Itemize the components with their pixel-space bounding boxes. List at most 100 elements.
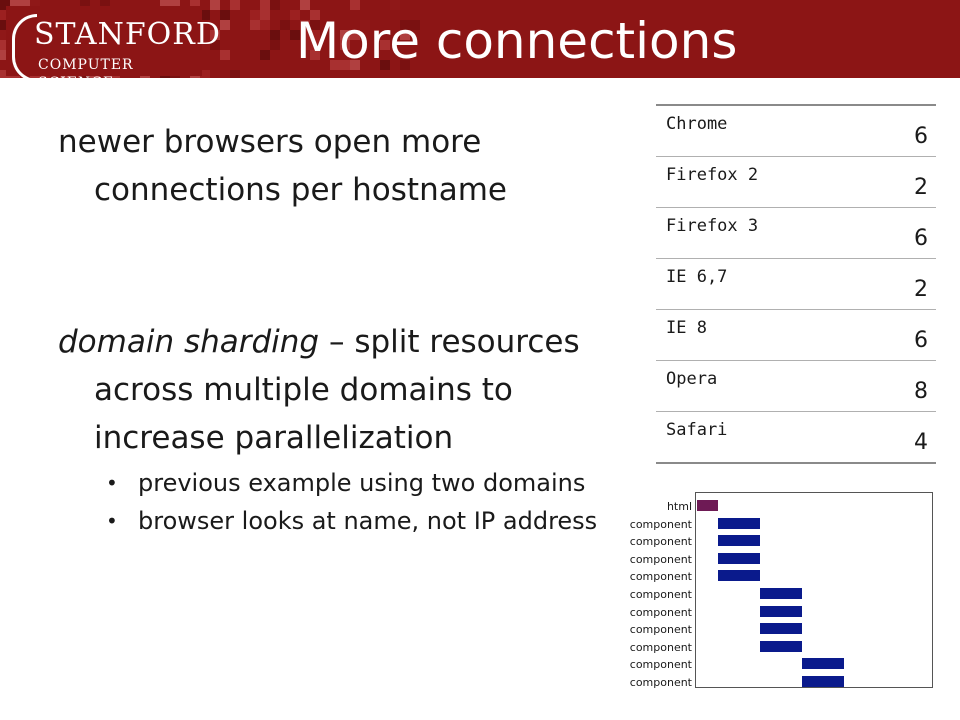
connection-count: 6 [886, 104, 936, 157]
stanford-logo: STANFORD COMPUTER SCIENCE [6, 6, 220, 78]
pixel-block [230, 70, 240, 78]
pixel-block [340, 40, 350, 50]
pixel-block [0, 40, 10, 50]
pixel-block [340, 60, 350, 70]
pixel-block [310, 50, 320, 60]
component-bar [718, 552, 760, 564]
connection-count: 4 [886, 411, 936, 464]
browser-name: Firefox 2 [656, 156, 887, 208]
pixel-block [290, 30, 300, 40]
pixel-block [210, 30, 220, 40]
paragraph-domain-sharding: domain sharding – split resources across… [58, 318, 603, 462]
pixel-block [270, 30, 280, 40]
logo-main-text: STANFORD [34, 17, 221, 52]
pixel-block [310, 30, 320, 40]
bullet-dot: • [106, 471, 118, 495]
browser-name: IE 6,7 [656, 258, 887, 310]
pixel-block [220, 50, 230, 60]
pixel-block [280, 20, 290, 30]
paragraph-connections: newer browsers open more connections per… [58, 124, 507, 208]
pixel-block [410, 20, 420, 30]
pixel-block [310, 10, 320, 20]
pixel-block [260, 0, 270, 10]
bullet-text: browser looks at name, not IP address [138, 507, 598, 535]
pixel-block [350, 0, 360, 10]
connection-count: 8 [886, 360, 936, 412]
pixel-block [340, 30, 350, 40]
pixel-block [0, 50, 10, 60]
waterfall-label: component [629, 658, 692, 672]
pixel-block [0, 70, 10, 78]
pixel-block [290, 10, 300, 20]
slide-title: More connections [296, 12, 738, 70]
waterfall-label: component [629, 570, 692, 584]
component-bar [718, 535, 760, 547]
waterfall-label: component [629, 623, 692, 637]
pixel-block [310, 20, 320, 30]
pixel-block [200, 40, 210, 50]
waterfall-label: component [629, 640, 692, 654]
logo-sub-text: COMPUTER SCIENCE [38, 57, 134, 78]
pixel-block [10, 0, 20, 10]
domain-sharding-definition: – split resources across multiple domain… [94, 324, 580, 456]
pixel-block [20, 0, 30, 10]
pixel-block [200, 70, 210, 78]
pixel-block [80, 0, 90, 10]
pixel-block [200, 10, 210, 20]
pixel-block [400, 20, 410, 30]
component-bar [802, 676, 844, 687]
pixel-block [260, 20, 270, 30]
waterfall-chart [695, 492, 933, 688]
waterfall-label: component [629, 675, 692, 689]
component-bar [760, 588, 802, 599]
pixel-block [300, 0, 310, 10]
pixel-block [400, 30, 410, 40]
pixel-block [300, 40, 310, 50]
bullet-dot: • [106, 509, 118, 533]
pixel-block [250, 20, 260, 30]
browser-name: Opera [656, 360, 887, 412]
slide-header: STANFORD COMPUTER SCIENCE More connectio… [0, 0, 960, 78]
pixel-block [300, 30, 310, 40]
waterfall-label: component [629, 552, 692, 566]
waterfall-label: html [666, 500, 692, 513]
pixel-block [260, 50, 270, 60]
pixel-block [220, 10, 230, 20]
browser-name: Chrome [656, 104, 887, 157]
pixel-block [260, 10, 270, 20]
waterfall-label: component [629, 517, 692, 531]
browser-name: Firefox 3 [656, 207, 887, 259]
pixel-block [230, 0, 240, 10]
pixel-block [210, 40, 220, 50]
pixel-block [330, 60, 340, 70]
spacer [58, 214, 603, 318]
bullet-item: •previous example using two domains [58, 464, 603, 502]
pixel-block [350, 30, 360, 40]
pixel-block [270, 40, 280, 50]
pixel-block [0, 30, 10, 40]
connection-count: 2 [886, 258, 936, 310]
component-bar [718, 517, 760, 529]
waterfall-label: component [629, 535, 692, 549]
pixel-block [0, 10, 10, 20]
browser-name: Safari [656, 411, 887, 464]
pixel-block [160, 0, 170, 10]
connection-count: 6 [886, 309, 936, 361]
pixel-block [30, 0, 40, 10]
pixel-block [380, 60, 390, 70]
pixel-block [100, 0, 110, 10]
component-bar [718, 570, 760, 582]
browser-name: IE 8 [656, 309, 887, 361]
pixel-block [380, 40, 390, 50]
pixel-block [360, 20, 370, 30]
pixel-block [210, 0, 220, 10]
connection-count: 6 [886, 207, 936, 259]
pixel-block [0, 0, 10, 10]
pixel-block [300, 20, 310, 30]
